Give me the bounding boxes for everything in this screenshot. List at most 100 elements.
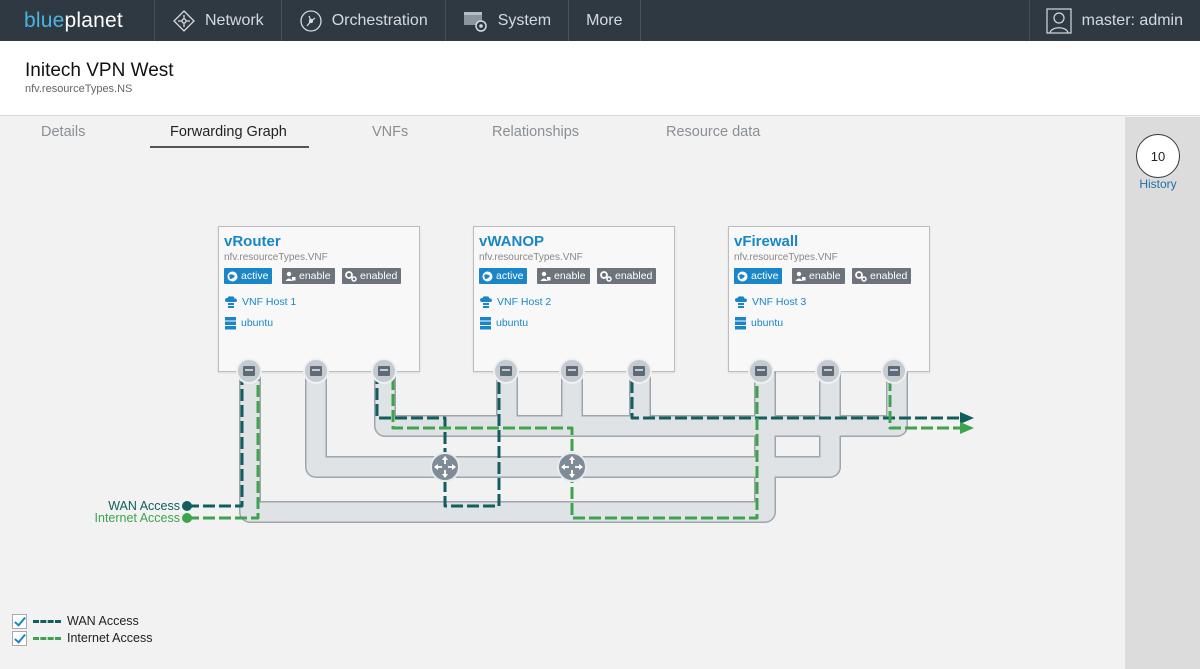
system-icon [463, 11, 487, 32]
server-stack-icon [225, 317, 236, 330]
router-node-1[interactable] [430, 452, 460, 482]
vnf-port[interactable] [236, 358, 262, 384]
server-stack-icon [480, 317, 491, 330]
legend-item-internet[interactable]: Internet Access [12, 630, 172, 646]
vnf-image-link[interactable]: ubuntu [479, 316, 528, 330]
history-count-button[interactable]: 10 [1136, 134, 1180, 178]
internet-legend-swatch [33, 636, 61, 640]
ethernet-port-icon [500, 366, 512, 376]
vnf-port[interactable] [815, 358, 841, 384]
admin-badge-label: enable [809, 270, 841, 282]
wan-legend-checkbox[interactable] [12, 613, 27, 629]
legend-item-wan[interactable]: WAN Access [12, 613, 172, 629]
nav-system[interactable]: System [446, 0, 570, 41]
page-header: Initech VPN West nfv.resourceTypes.NS [0, 41, 1200, 116]
nav-more[interactable]: More [569, 0, 641, 41]
status-badge-label: active [751, 270, 779, 282]
vnf-port[interactable] [371, 358, 397, 384]
vnf-type: nfv.resourceTypes.VNF [224, 252, 328, 263]
nav-system-label: System [497, 11, 552, 29]
internet-legend-checkbox[interactable] [12, 630, 27, 646]
wan-legend-swatch [33, 619, 61, 623]
history-label[interactable]: History [1139, 177, 1177, 191]
state-badge-label: enabled [360, 270, 398, 282]
nav-network[interactable]: Network [155, 0, 282, 41]
wan-access-label: WAN Access [108, 499, 180, 513]
vnf-image-link[interactable]: ubuntu [734, 316, 783, 330]
tab-bar: Details Forwarding Graph VNFs Relationsh… [0, 117, 1125, 152]
user-menu[interactable]: master: admin [1028, 0, 1200, 41]
user-lock-icon [285, 271, 296, 281]
vnf-card-vwanop[interactable]: vWANOP nfv.resourceTypes.VNF active enab… [473, 226, 675, 372]
router-node-2[interactable] [557, 452, 587, 482]
vnf-name[interactable]: vWANOP [479, 233, 545, 250]
tab-resource-data[interactable]: Resource data [666, 124, 761, 140]
history-panel: 10 History [1125, 117, 1200, 669]
wan-legend-label: WAN Access [67, 614, 139, 628]
status-badge: active [224, 268, 273, 284]
gears-icon [855, 270, 867, 282]
router-icon [434, 456, 456, 478]
brand-logo-part1: blue [24, 8, 65, 32]
vnf-port[interactable] [626, 358, 652, 384]
vnf-image-label: ubuntu [751, 317, 784, 329]
state-badge-label: enabled [870, 270, 908, 282]
gears-icon [600, 270, 612, 282]
vnf-port[interactable] [559, 358, 585, 384]
router-icon [561, 456, 583, 478]
vnf-port[interactable] [748, 358, 774, 384]
user-name: master: admin [1081, 11, 1183, 29]
network-icon [173, 9, 195, 32]
vnf-name[interactable]: vRouter [224, 233, 281, 250]
page-subtitle: nfv.resourceTypes.NS [25, 83, 133, 95]
gears-icon [345, 270, 357, 282]
vnf-host-link[interactable]: VNF Host 3 [734, 295, 806, 309]
tab-details[interactable]: Details [41, 124, 86, 140]
state-badge: enabled [597, 268, 657, 284]
user-lock-icon [540, 271, 551, 281]
vnf-port[interactable] [493, 358, 519, 384]
admin-badge: enable [282, 268, 335, 284]
vnf-host-link[interactable]: VNF Host 2 [479, 295, 551, 309]
internet-access-endpoint[interactable] [182, 513, 192, 523]
status-badge: active [734, 268, 783, 284]
vnf-type: nfv.resourceTypes.VNF [734, 252, 838, 263]
vnf-port[interactable] [881, 358, 907, 384]
admin-badge: enable [537, 268, 590, 284]
orchestration-icon [300, 9, 322, 32]
wan-access-endpoint[interactable] [182, 501, 192, 511]
status-badge: active [479, 268, 528, 284]
nav-orchestration[interactable]: Orchestration [282, 0, 446, 41]
vnf-image-link[interactable]: ubuntu [224, 316, 273, 330]
state-badge: enabled [852, 268, 912, 284]
vnf-name[interactable]: vFirewall [734, 233, 799, 250]
vnf-port[interactable] [303, 358, 329, 384]
state-badge: enabled [342, 268, 402, 284]
user-avatar-icon [1046, 7, 1072, 34]
tab-vnfs[interactable]: VNFs [372, 124, 409, 140]
vnf-image-label: ubuntu [241, 317, 274, 329]
vnf-card-vfirewall[interactable]: vFirewall nfv.resourceTypes.VNF active e… [728, 226, 930, 372]
ethernet-port-icon [888, 366, 900, 376]
brand-logo-part2: planet [64, 8, 123, 32]
internet-legend-label: Internet Access [67, 631, 153, 645]
ethernet-port-icon [310, 366, 322, 376]
tab-relationships[interactable]: Relationships [492, 124, 580, 140]
internet-access-label: Internet Access [94, 511, 180, 525]
globe-icon [482, 271, 493, 281]
vnf-card-vrouter[interactable]: vRouter nfv.resourceTypes.VNF active ena… [218, 226, 420, 372]
wan-exit-arrow [960, 412, 974, 424]
vnf-host-label: VNF Host 2 [497, 296, 552, 308]
nav-network-label: Network [205, 11, 264, 29]
state-badge-label: enabled [615, 270, 653, 282]
active-tab-indicator [150, 146, 309, 148]
admin-badge: enable [792, 268, 845, 284]
ethernet-port-icon [243, 366, 255, 376]
cloud-server-icon [735, 296, 747, 308]
tab-forwarding-graph[interactable]: Forwarding Graph [170, 124, 287, 140]
nav-more-label: More [586, 11, 623, 29]
vnf-host-link[interactable]: VNF Host 1 [224, 295, 296, 309]
globe-icon [737, 271, 748, 281]
